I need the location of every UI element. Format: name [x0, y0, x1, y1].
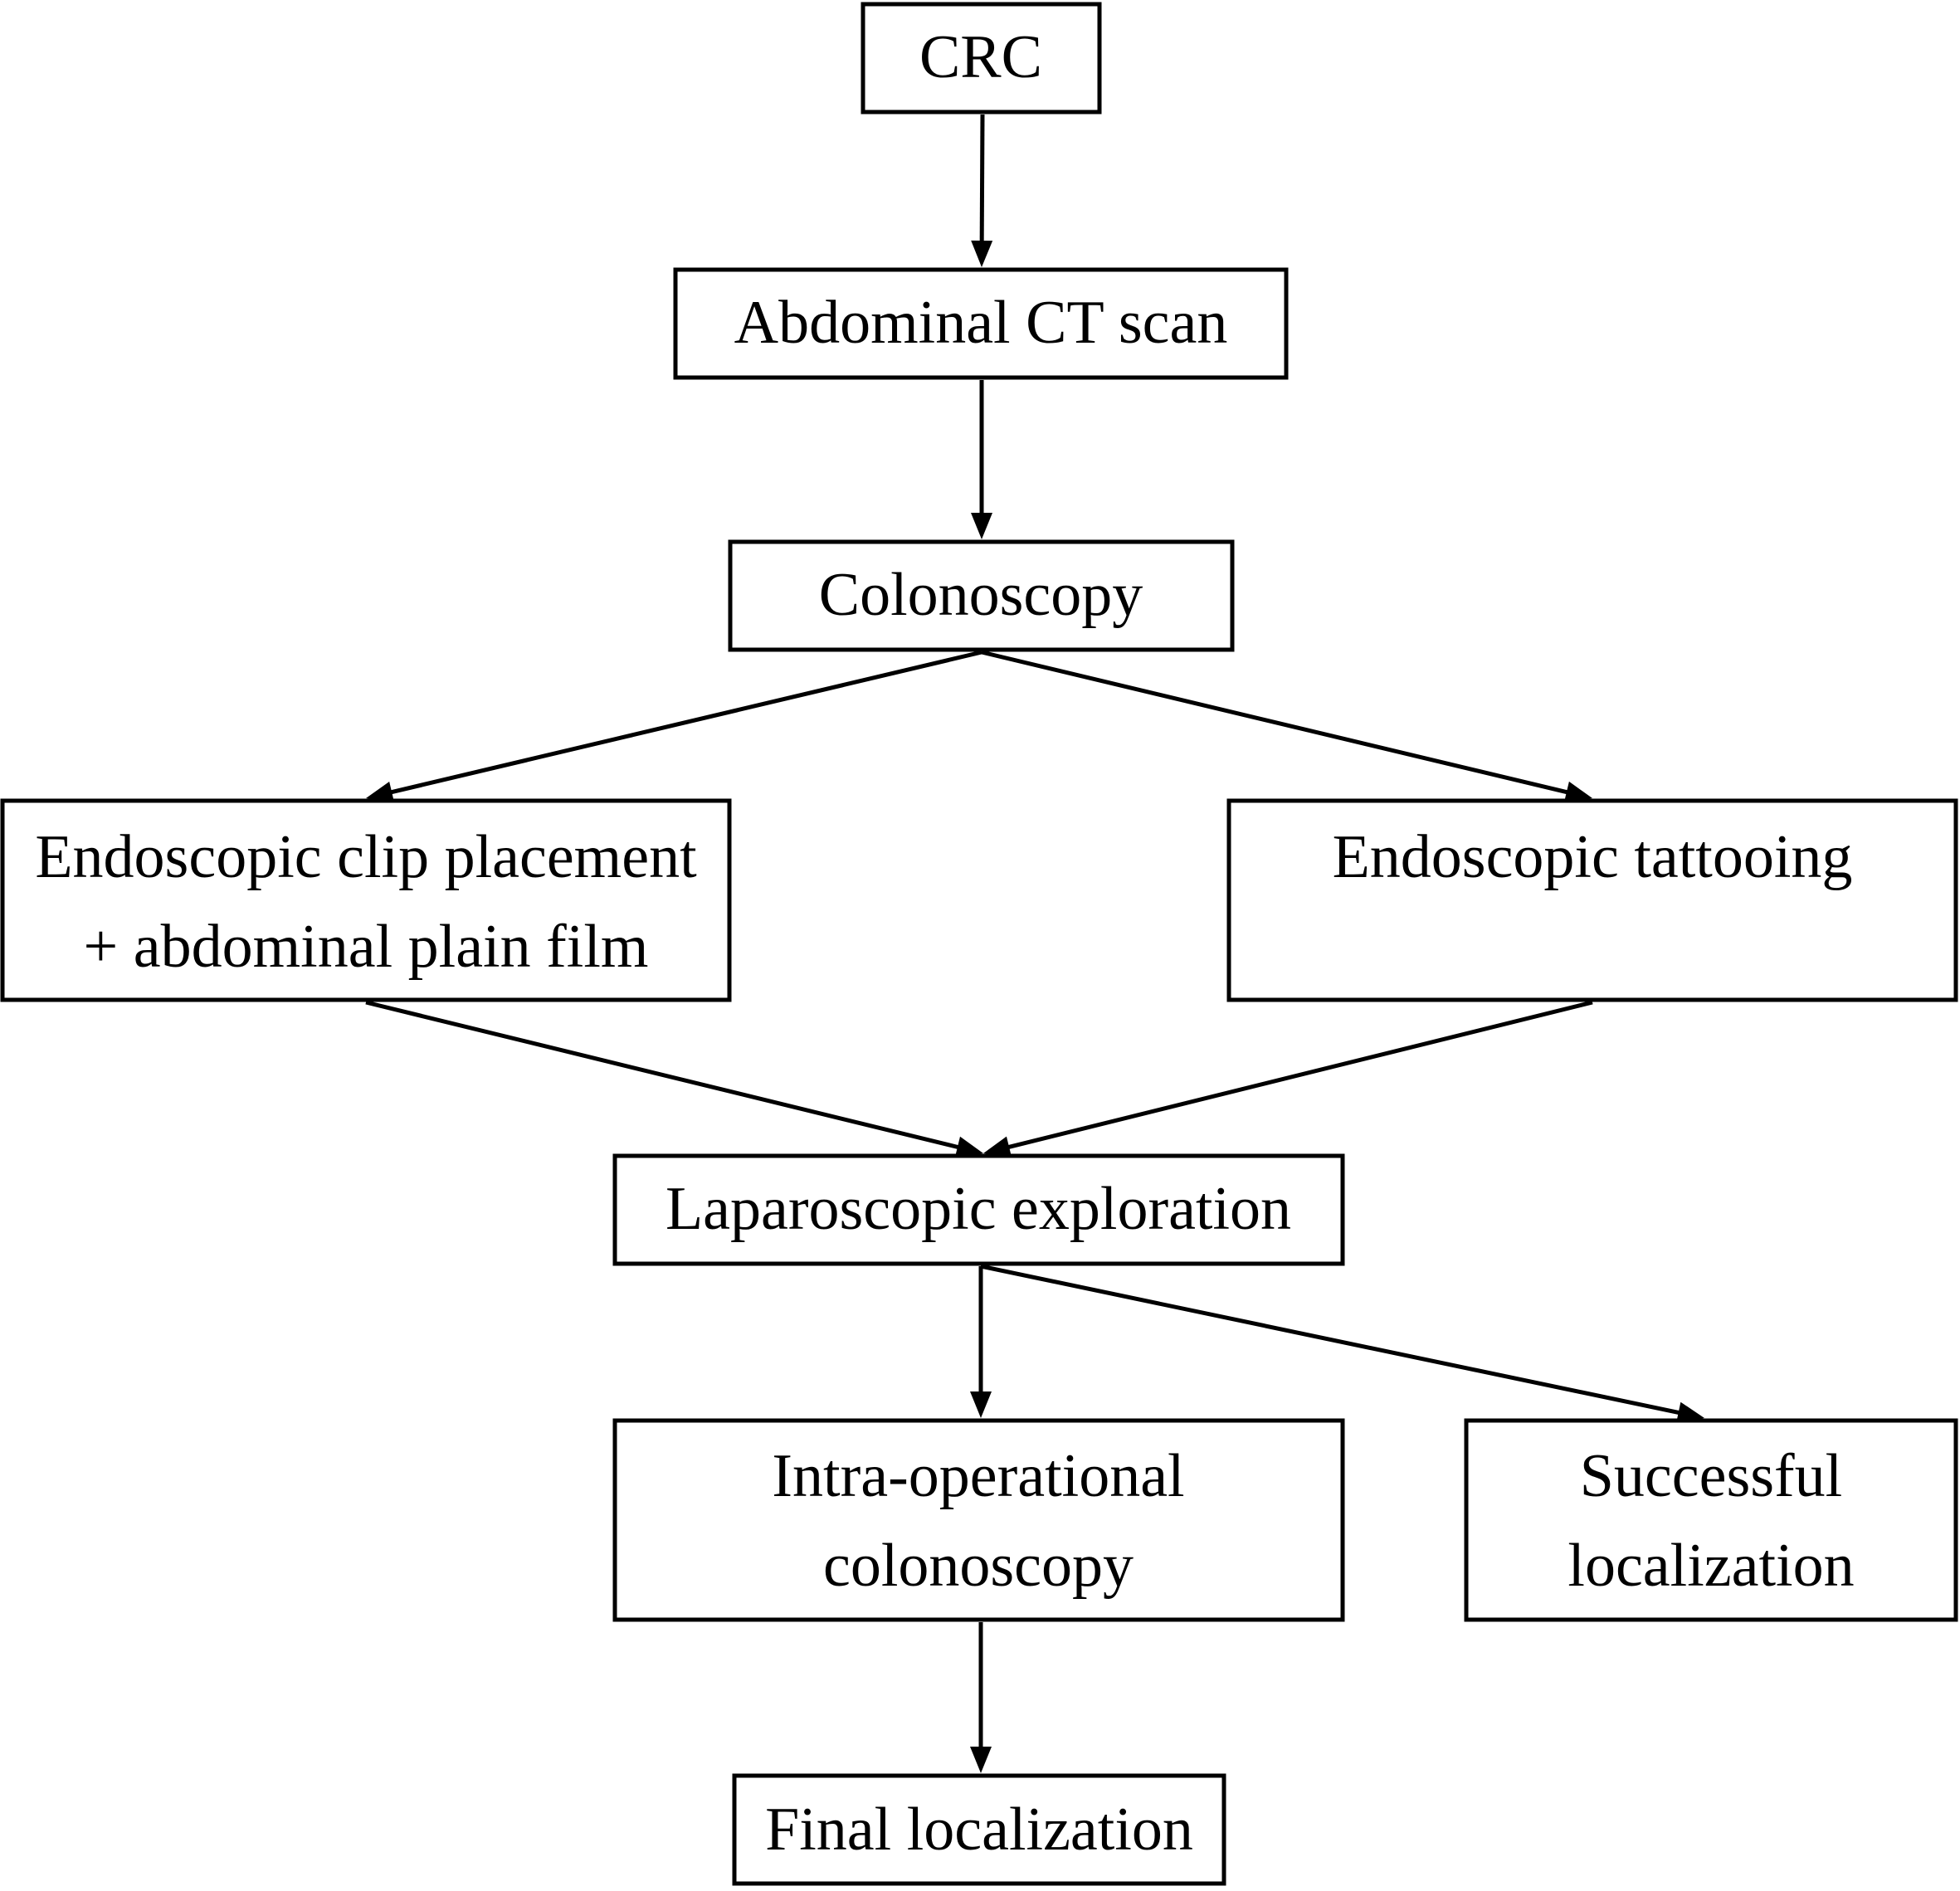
arrowhead-icon [954, 1136, 983, 1158]
arrow-line [1007, 1000, 1593, 1150]
arrow-laparoscopic-to-successful [980, 1264, 1704, 1424]
node-successful-label-line-1: Successful [1580, 1442, 1843, 1510]
node-ct-scan-box [673, 267, 1289, 380]
node-laparoscopic-box [612, 1153, 1345, 1266]
node-crc-box [861, 2, 1102, 115]
node-ct-scan: Abdominal CT scan [673, 267, 1289, 380]
node-tattooing-label: Endoscopic tattooing [1333, 823, 1853, 891]
arrow-line [980, 1264, 1681, 1416]
node-final: Final localization [732, 1773, 1226, 1886]
node-colonoscopy: Colonoscopy [728, 539, 1235, 652]
node-clip-placement-box [0, 798, 732, 1002]
arrowhead-icon [983, 1136, 1012, 1158]
arrowhead-icon [971, 513, 992, 539]
node-final-box [732, 1773, 1226, 1886]
arrow-ct_scan-to-colonoscopy [971, 380, 992, 539]
arrow-line [365, 1000, 960, 1150]
node-ct-scan-label: Abdominal CT scan [734, 289, 1228, 357]
arrowhead-icon [970, 1747, 992, 1773]
arrow-crc-to-ct_scan [971, 114, 993, 267]
node-colonoscopy-label: Colonoscopy [819, 561, 1143, 629]
arrow-intraop-to-final [970, 1622, 992, 1773]
node-laparoscopic: Laparoscopic exploration [612, 1153, 1345, 1266]
arrowhead-icon [366, 781, 395, 803]
arrowhead-icon [1563, 781, 1592, 803]
node-successful-box [1464, 1418, 1958, 1622]
arrow-line [981, 650, 1569, 795]
node-intraop-box [612, 1418, 1345, 1622]
node-clip-placement-label-line-2: + abdominal plain film [84, 913, 649, 981]
arrowhead-icon [971, 240, 993, 267]
node-intraop-label-line-1: Intra-operational [772, 1442, 1184, 1510]
node-intraop-label-line-2: colonoscopy [823, 1532, 1134, 1600]
node-crc: CRC [861, 2, 1102, 115]
arrow-clip_placement-to-laparoscopic [365, 1000, 983, 1158]
node-successful-label-line-2: localization [1568, 1532, 1854, 1600]
arrow-line [389, 650, 982, 795]
node-crc-label: CRC [919, 23, 1042, 91]
node-tattooing: Endoscopic tattooing [1226, 798, 1958, 1002]
edges-layer [365, 114, 1704, 1773]
node-intraop: Intra-operational colonoscopy [612, 1418, 1345, 1622]
node-laparoscopic-label: Laparoscopic exploration [666, 1175, 1291, 1243]
node-colonoscopy-box [728, 539, 1235, 652]
arrowhead-icon [1676, 1401, 1704, 1424]
arrow-colonoscopy-to-clip_placement [366, 650, 982, 803]
arrow-tattooing-to-laparoscopic [983, 1000, 1593, 1158]
node-final-label: Final localization [765, 1796, 1193, 1864]
arrowhead-icon [970, 1391, 992, 1418]
node-clip-placement: Endoscopic clip placement + abdominal pl… [0, 798, 732, 1002]
node-clip-placement-label-line-1: Endoscopic clip placement [35, 823, 697, 891]
node-successful: Successful localization [1464, 1418, 1958, 1622]
arrow-colonoscopy-to-tattooing [981, 650, 1592, 803]
arrow-laparoscopic-to-intraop [970, 1266, 992, 1418]
node-tattooing-box [1226, 798, 1958, 1002]
